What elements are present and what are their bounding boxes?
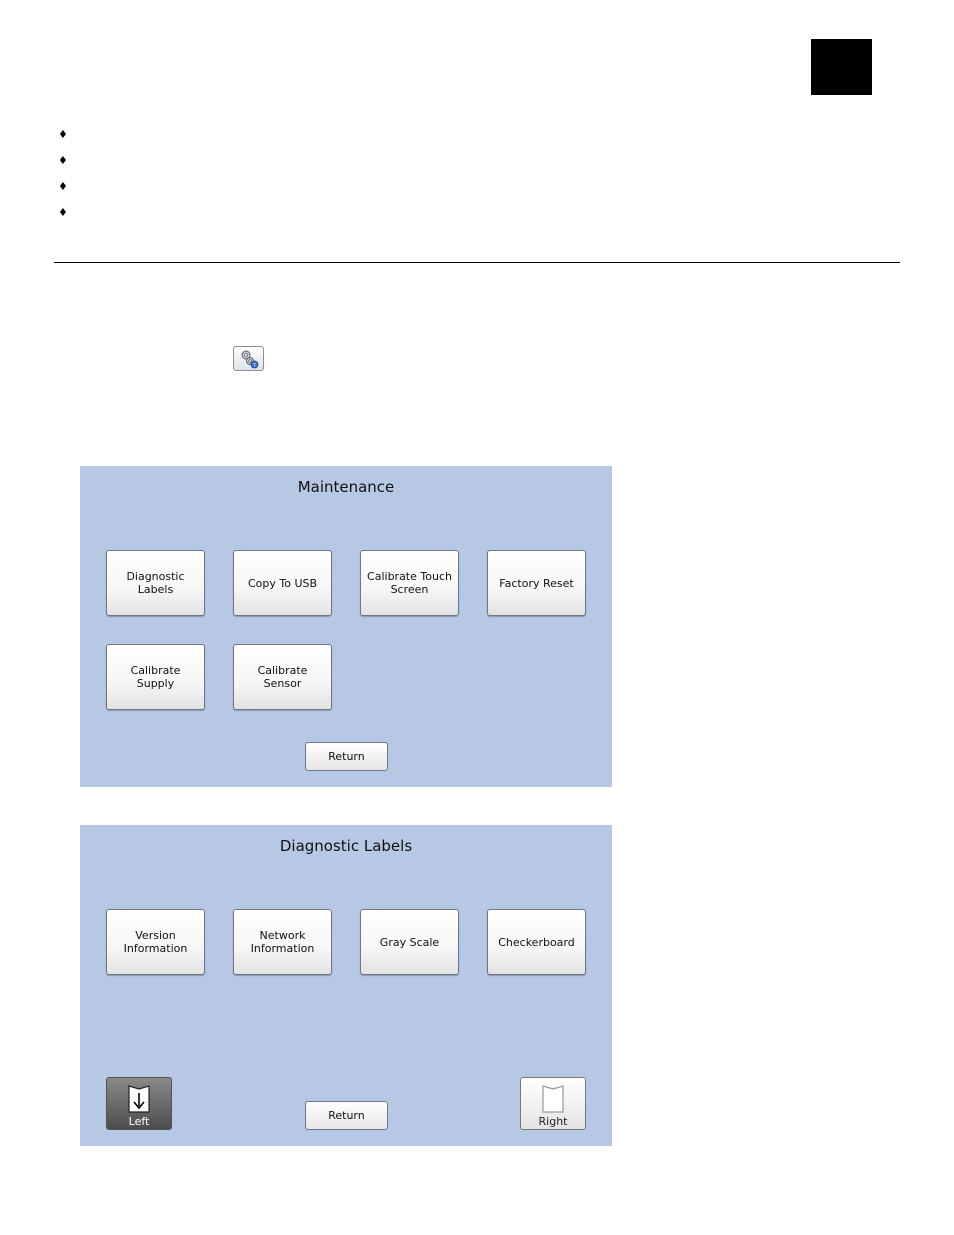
maintenance-screen: Maintenance Diagnostic Labels Copy To US… [80, 466, 612, 787]
label-down-arrow-icon [128, 1085, 150, 1113]
network-information-button[interactable]: Network Information [233, 909, 332, 975]
bullet-1: ♦ [58, 128, 68, 141]
right-button-label: Right [538, 1115, 568, 1128]
bullet-3: ♦ [58, 180, 68, 193]
factory-reset-button[interactable]: Factory Reset [487, 550, 586, 616]
left-button-label: Left [128, 1115, 150, 1128]
return-button[interactable]: Return [305, 742, 388, 771]
gray-scale-button[interactable]: Gray Scale [360, 909, 459, 975]
section-divider [54, 262, 900, 263]
label-blank-icon [542, 1085, 564, 1113]
return-button[interactable]: Return [305, 1101, 388, 1130]
diagnostic-labels-screen: Diagnostic Labels Version Information Ne… [80, 825, 612, 1146]
calibrate-sensor-button[interactable]: Calibrate Sensor [233, 644, 332, 710]
bullet-2: ♦ [58, 154, 68, 167]
calibrate-supply-button[interactable]: Calibrate Supply [106, 644, 205, 710]
svg-text:?: ? [253, 363, 256, 369]
calibrate-touch-screen-button[interactable]: Calibrate Touch Screen [360, 550, 459, 616]
checkerboard-button[interactable]: Checkerboard [487, 909, 586, 975]
right-button[interactable]: Right [520, 1077, 586, 1130]
left-button[interactable]: Left [106, 1077, 172, 1130]
diagnostic-labels-button[interactable]: Diagnostic Labels [106, 550, 205, 616]
maintenance-title: Maintenance [297, 478, 395, 496]
copy-to-usb-button[interactable]: Copy To USB [233, 550, 332, 616]
corner-tab-block [811, 39, 872, 95]
bullet-4: ♦ [58, 206, 68, 219]
version-information-button[interactable]: Version Information [106, 909, 205, 975]
maintenance-tools-icon[interactable]: ? [233, 346, 264, 371]
diagnostic-labels-title: Diagnostic Labels [279, 837, 413, 855]
